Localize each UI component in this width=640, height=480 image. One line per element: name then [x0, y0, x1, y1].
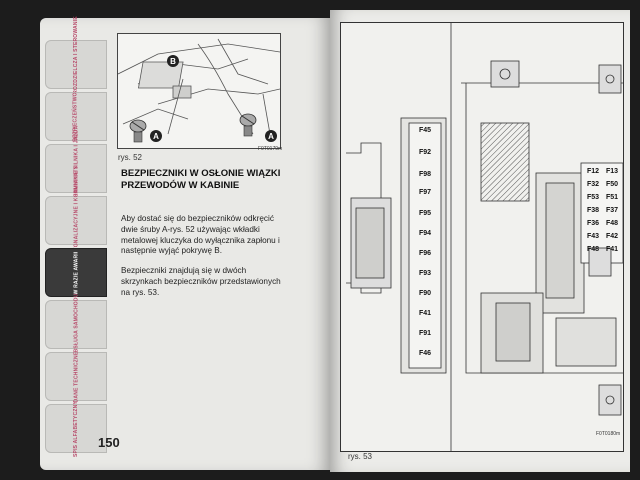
fuse-label: F51	[605, 194, 619, 201]
tab-label: DANE TECHNICZNE	[73, 351, 79, 402]
fuse-label: F42	[605, 233, 619, 240]
fuse-label: F98	[418, 171, 432, 178]
page-number: 150	[98, 435, 120, 450]
figure-53-code: F0T0180m	[596, 431, 621, 437]
tab-label: SPIS ALFABETYCZNY	[73, 400, 79, 457]
fuse-label: F95	[418, 210, 432, 217]
tab-label: W RAZIE AWARII	[72, 251, 79, 294]
figure-52-code: F0T0179m	[258, 146, 283, 152]
tab-label: OBSŁUGA SAMOCHODU	[73, 293, 79, 356]
tab-spis[interactable]: SPIS ALFABETYCZNY	[45, 401, 107, 457]
tab-obsluga[interactable]: OBSŁUGA SAMOCHODU	[45, 293, 107, 356]
fuse-box-diagram	[346, 23, 624, 451]
fuse-label: F96	[418, 250, 432, 257]
fuse-label: F93	[418, 270, 432, 277]
fuse-label: F43	[586, 233, 600, 240]
callout-a-right-label: A	[268, 132, 274, 141]
dashboard-illustration: B A A	[117, 38, 281, 143]
screw-right-icon	[239, 113, 257, 137]
figure-52: B A A	[117, 33, 281, 149]
fuse-label: F97	[418, 189, 432, 196]
callout-a-right-circle	[265, 130, 277, 142]
fuse-label: F91	[418, 330, 432, 337]
tab-uruchamianie[interactable]: URUCHAMIANIE SILNIKA I JAZDA	[45, 125, 107, 212]
fuse-label: F41	[605, 246, 619, 253]
fuse-label: F48	[605, 220, 619, 227]
paragraph-1: Aby dostać się do bezpieczników odkręcić…	[121, 214, 280, 256]
fuse-label: F92	[418, 149, 432, 156]
fuse-label: F37	[605, 207, 619, 214]
chapter-tabs: DESKA ROZDZIELCZA I STEROWANIE BEZPIECZE…	[45, 16, 107, 457]
tab-lampki[interactable]: LAMPKI SYGNALIZACYJNE I KOMUNIKATY	[45, 165, 107, 276]
fuse-label: F13	[605, 168, 619, 175]
figure-53: F45 F92 F98 F97 F95 F94 F96 F93 F90 F41 …	[340, 22, 624, 452]
callout-a-left-circle	[150, 130, 162, 142]
fuse-label: F32	[586, 181, 600, 188]
fuse-label: F90	[418, 290, 432, 297]
callout-b-circle	[167, 55, 179, 67]
fuse-label: F45	[418, 127, 432, 134]
screw-left-icon	[129, 119, 147, 143]
figure-52-caption: rys. 52	[118, 153, 143, 162]
fuse-label: F94	[418, 230, 432, 237]
fuse-label: F46	[418, 350, 432, 357]
tab-w-razie-awarii[interactable]: W RAZIE AWARII	[45, 248, 107, 297]
fuse-label: F48	[586, 246, 600, 253]
callout-a-left-label: A	[153, 132, 159, 141]
fuse-label: F41	[418, 310, 432, 317]
tab-deska-rozdzielcza[interactable]: DESKA ROZDZIELCZA I STEROWANIE	[45, 16, 107, 113]
fuse-label: F53	[586, 194, 600, 201]
tab-bezpieczenstwo[interactable]: BEZPIECZEŃSTWO	[45, 92, 107, 141]
paragraph-2: Bezpieczniki znajdują się w dwóch skrzyn…	[121, 266, 281, 297]
fuse-label: F36	[586, 220, 600, 227]
fuse-label: F38	[586, 207, 600, 214]
figure-53-caption: rys. 53	[348, 452, 373, 461]
fuse-label: F12	[586, 168, 600, 175]
section-title: BEZPIECZNIKI W OSŁONIE WIĄZKI PRZEWODÓW …	[121, 168, 281, 191]
tab-dane-techniczne[interactable]: DANE TECHNICZNE	[45, 351, 107, 402]
fuse-label: F50	[605, 181, 619, 188]
callout-b-label: B	[170, 57, 176, 66]
